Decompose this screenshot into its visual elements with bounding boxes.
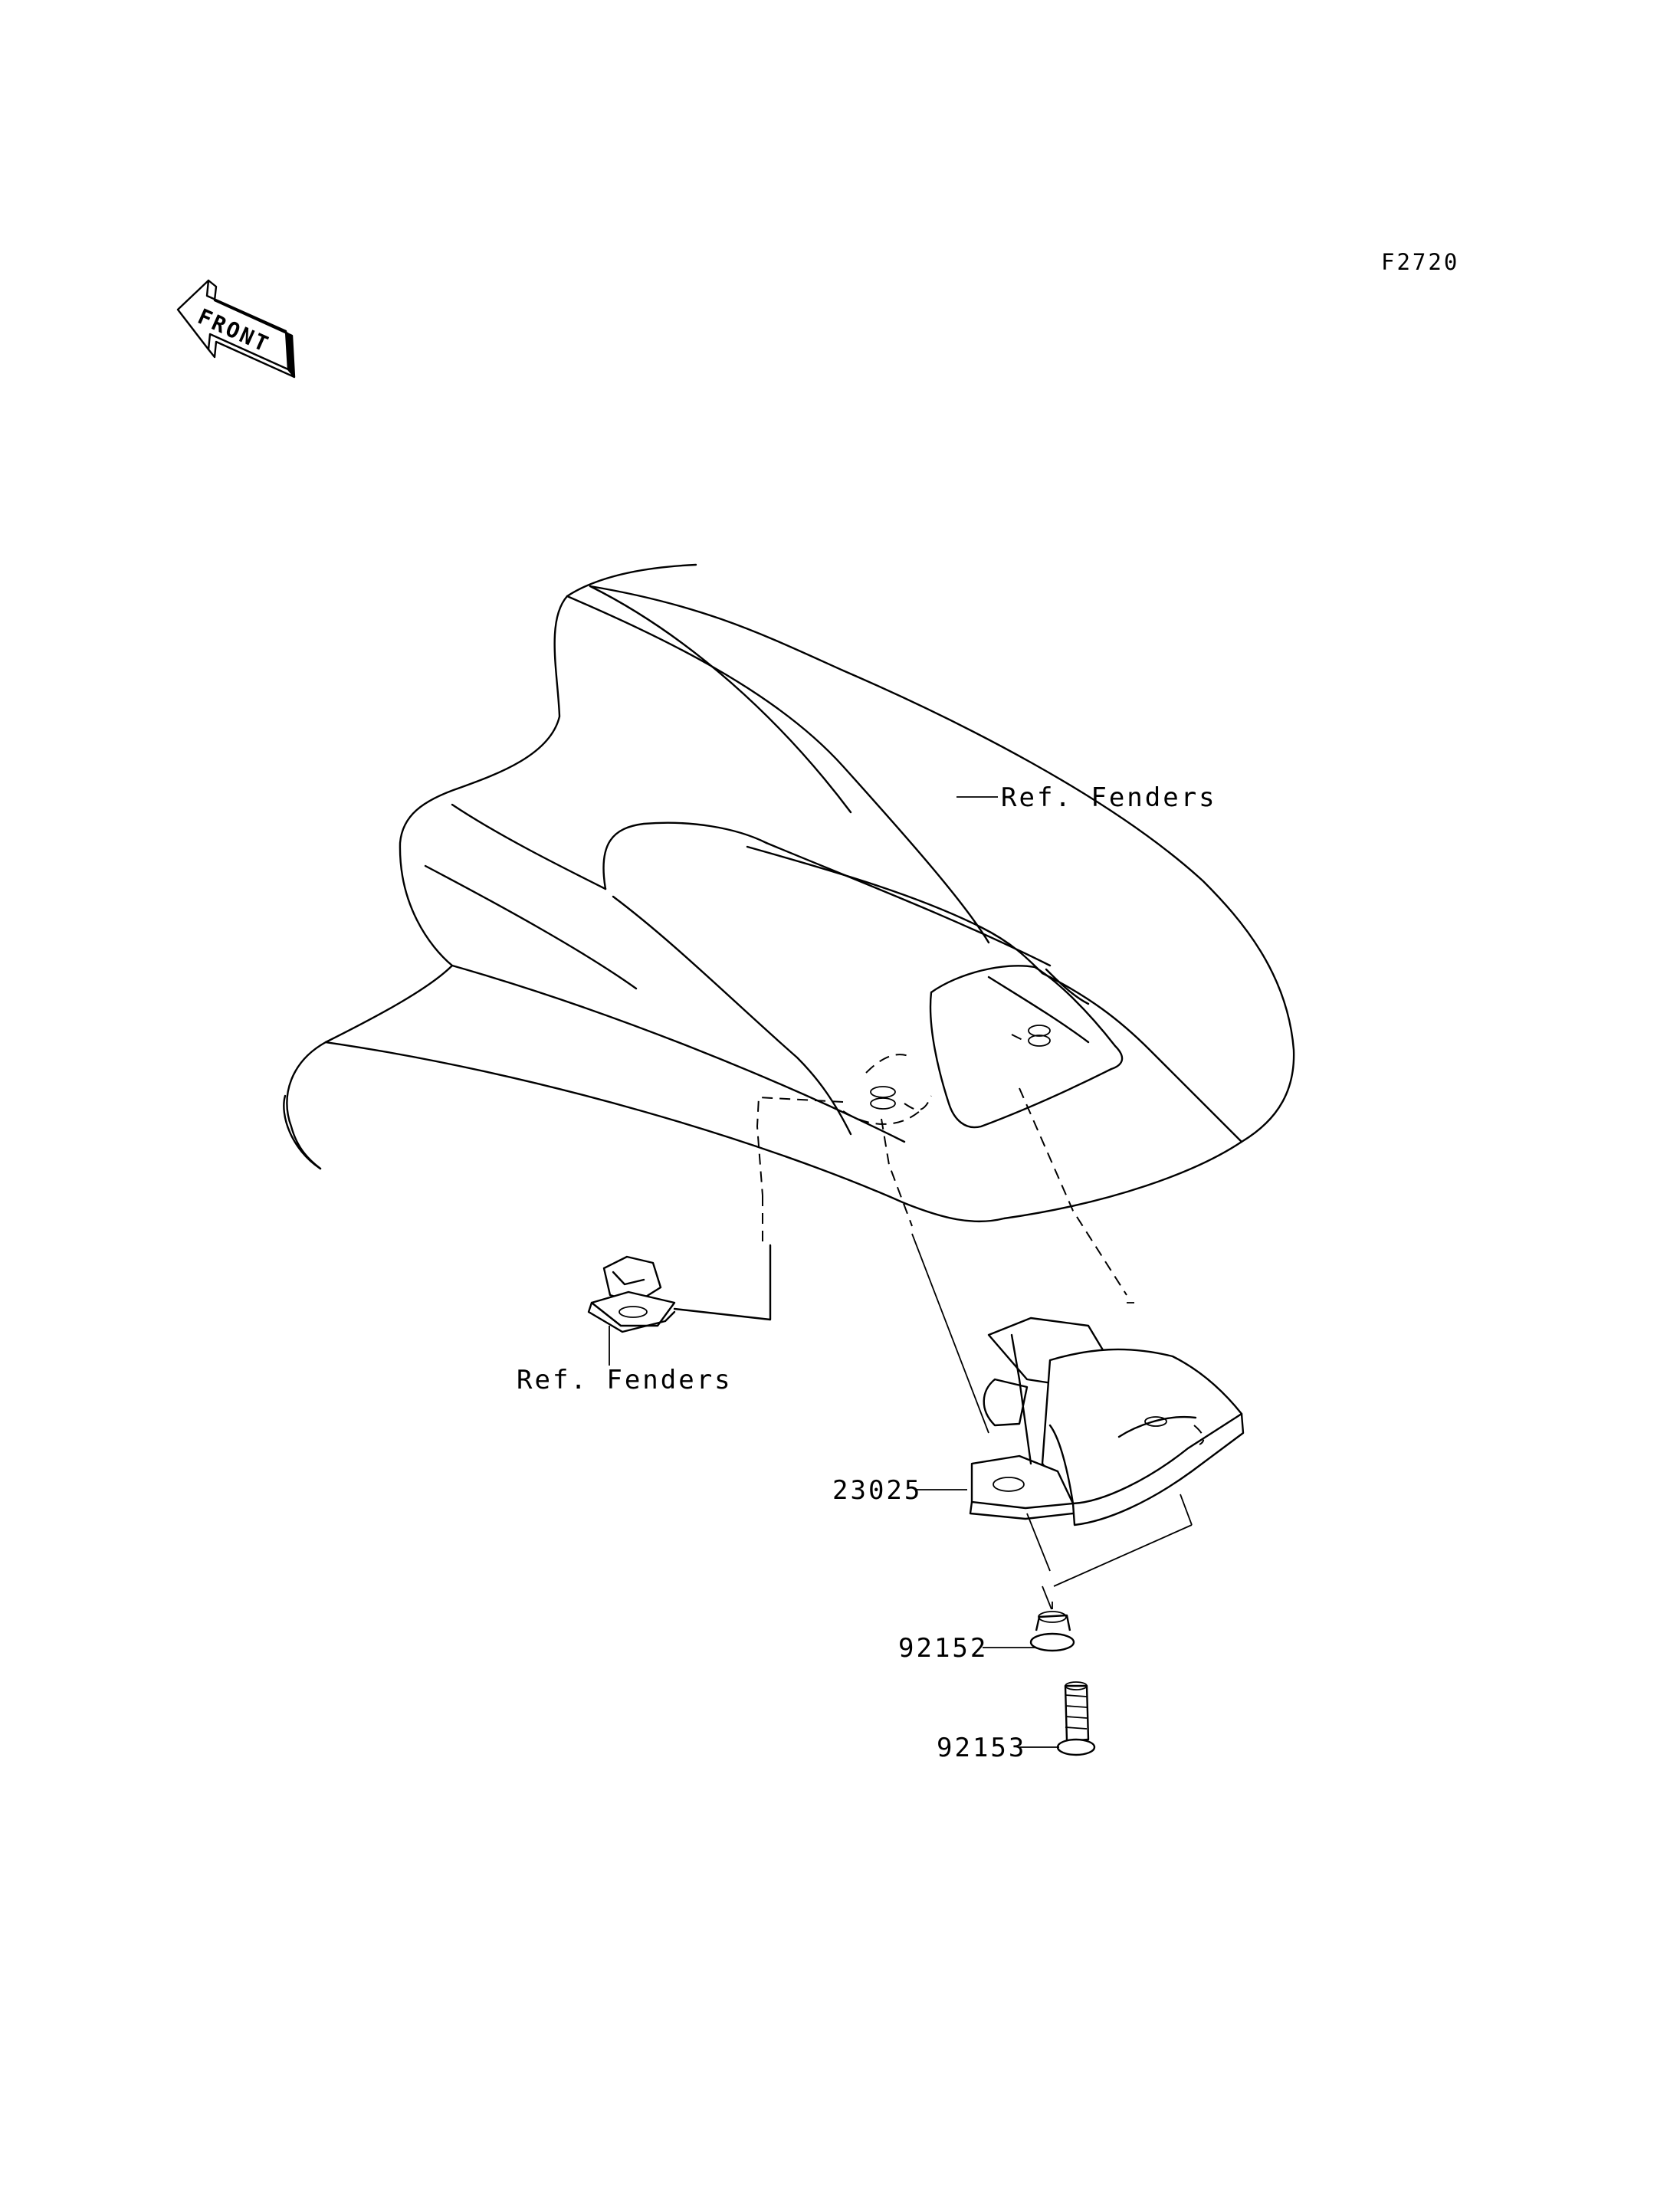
leader-lines xyxy=(609,796,1059,1748)
callout-ref-fenders-left: Ref. Fenders xyxy=(517,1365,733,1395)
callout-part-92152: 92152 xyxy=(898,1633,988,1664)
clip-nut-part xyxy=(587,1244,772,1333)
callout-ref-fenders-top: Ref. Fenders xyxy=(1001,782,1217,813)
lamp-assembly-part xyxy=(969,1317,1245,1526)
figure-code: F2720 xyxy=(1381,249,1459,275)
callout-part-92153: 92153 xyxy=(937,1733,1026,1763)
front-arrow-icon: FRONT xyxy=(176,279,296,379)
screw-part xyxy=(1056,1681,1096,1756)
washer-part xyxy=(1029,1602,1075,1652)
callout-part-23025: 23025 xyxy=(832,1475,922,1506)
projection-lines xyxy=(756,1087,1193,1610)
fender-outline xyxy=(283,563,1295,1223)
